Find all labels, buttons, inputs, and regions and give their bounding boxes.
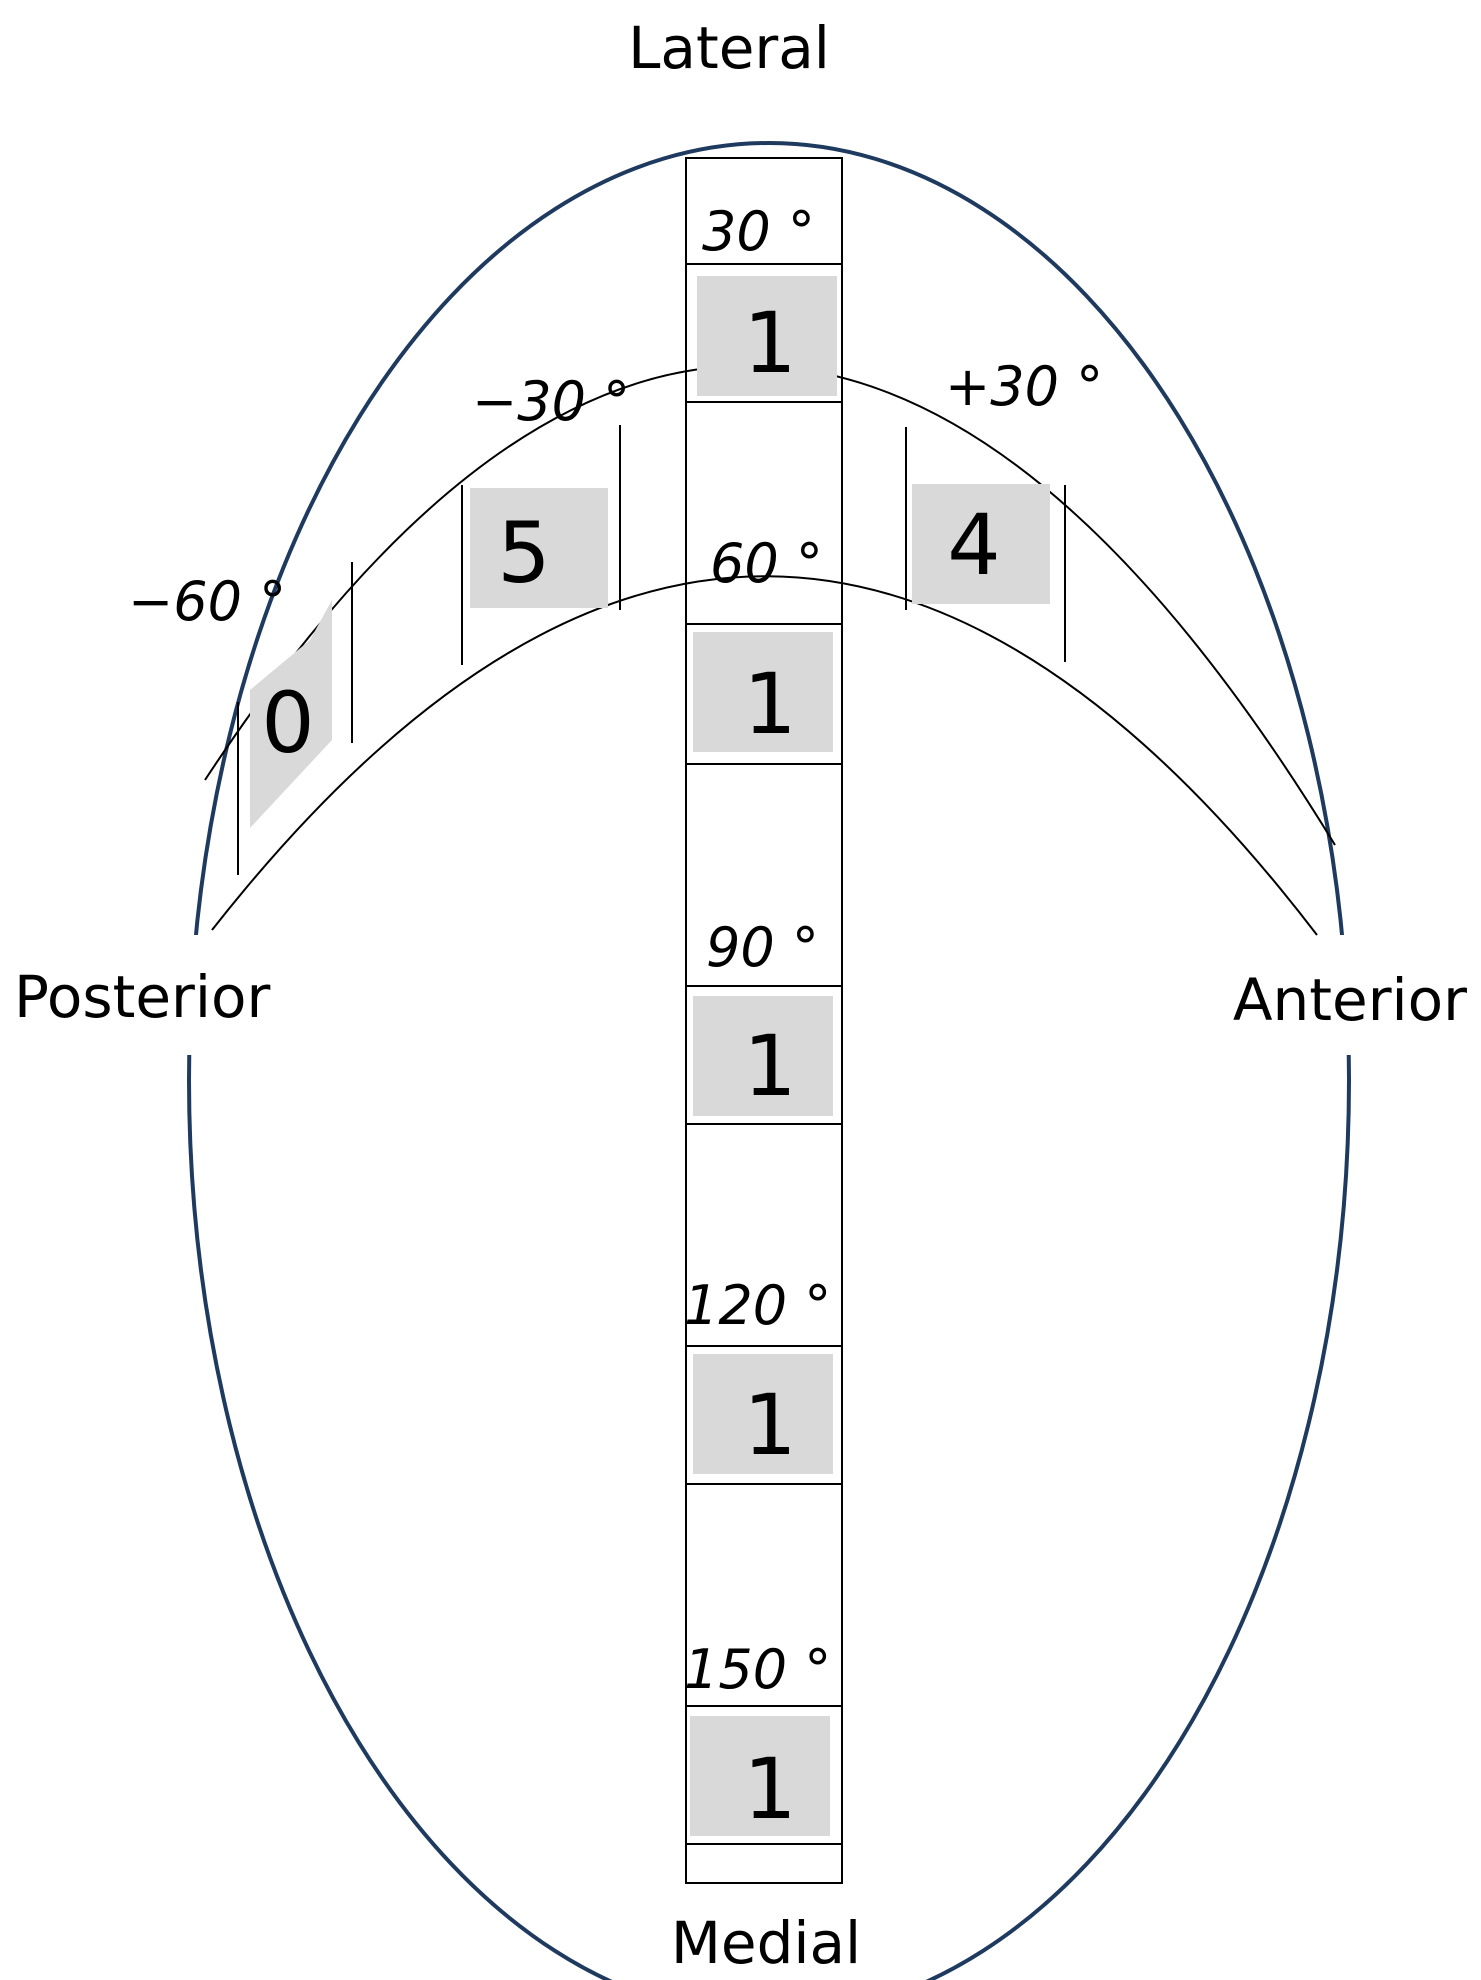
count-value: 1 <box>743 1017 796 1115</box>
angle-label-minus-60: −60 ° <box>128 570 286 633</box>
posterior-label-gap <box>130 935 250 1055</box>
count-box <box>693 1354 833 1474</box>
angle-label-120: 120 ° <box>684 1274 831 1337</box>
angle-label-plus-30: +30 ° <box>945 355 1103 418</box>
count-box <box>693 996 833 1116</box>
label-lateral: Lateral <box>628 14 830 82</box>
anterior-label-gap <box>1300 935 1420 1055</box>
count-box <box>690 1716 830 1836</box>
band-outer-arc <box>204 364 1336 846</box>
count-value: 0 <box>261 674 314 772</box>
angle-label-90: 90 ° <box>706 916 819 979</box>
label-anterior: Anterior <box>1233 966 1467 1034</box>
count-value: 1 <box>743 1740 796 1838</box>
label-posterior: Posterior <box>14 963 270 1031</box>
count-value: 1 <box>743 1376 796 1474</box>
count-box <box>470 488 608 608</box>
outer-ellipse <box>187 141 1351 1980</box>
angle-label-30: 30 ° <box>702 200 815 263</box>
angle-label-60: 60 ° <box>710 532 823 595</box>
count-value: 1 <box>743 655 796 753</box>
count-value: 5 <box>497 504 550 602</box>
band-inner-arc <box>211 575 1318 936</box>
count-box <box>912 484 1050 604</box>
label-medial: Medial <box>671 1909 861 1977</box>
count-value: 4 <box>947 496 1000 594</box>
count-box <box>697 276 837 396</box>
count-box <box>693 632 833 752</box>
count-box <box>250 600 332 828</box>
vertical-column <box>685 157 843 1884</box>
angle-label-minus-30: −30 ° <box>472 370 630 433</box>
angle-label-150: 150 ° <box>684 1638 831 1701</box>
count-value: 1 <box>743 294 796 392</box>
